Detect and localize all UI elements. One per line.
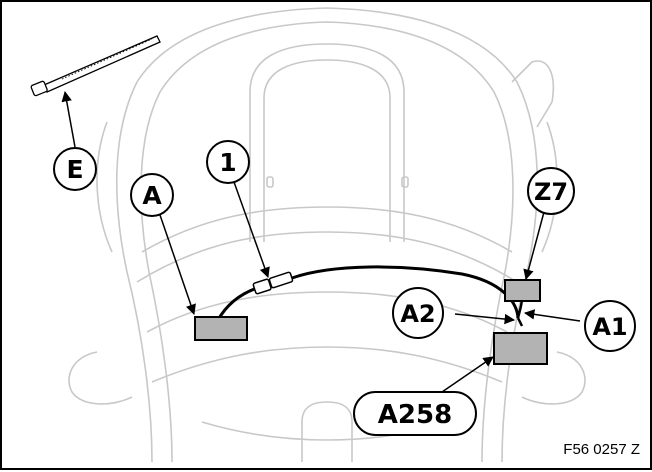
svg-text:Z7: Z7 xyxy=(534,178,568,206)
figure-id: F56 0257 Z xyxy=(563,441,640,458)
cable-tie xyxy=(30,35,161,97)
component-a258 xyxy=(493,332,548,365)
callout-a1: A1 xyxy=(584,300,636,352)
vehicle-outline xyxy=(68,7,586,463)
leader-lines xyxy=(61,90,581,393)
callout-e: E xyxy=(53,147,97,191)
component-a xyxy=(194,316,248,341)
callout-a258: A258 xyxy=(353,391,477,436)
harness-connector xyxy=(252,271,294,295)
svg-text:E: E xyxy=(66,155,83,184)
svg-text:A258: A258 xyxy=(378,400,452,430)
callout-a2: A2 xyxy=(392,287,444,339)
component-z7 xyxy=(504,279,541,302)
svg-text:A1: A1 xyxy=(592,313,627,341)
callout-1: 1 xyxy=(206,140,250,184)
callout-z7: Z7 xyxy=(527,167,575,215)
svg-text:A2: A2 xyxy=(400,300,435,328)
svg-text:A: A xyxy=(142,181,162,210)
callout-a: A xyxy=(130,173,174,217)
svg-text:1: 1 xyxy=(219,148,236,177)
